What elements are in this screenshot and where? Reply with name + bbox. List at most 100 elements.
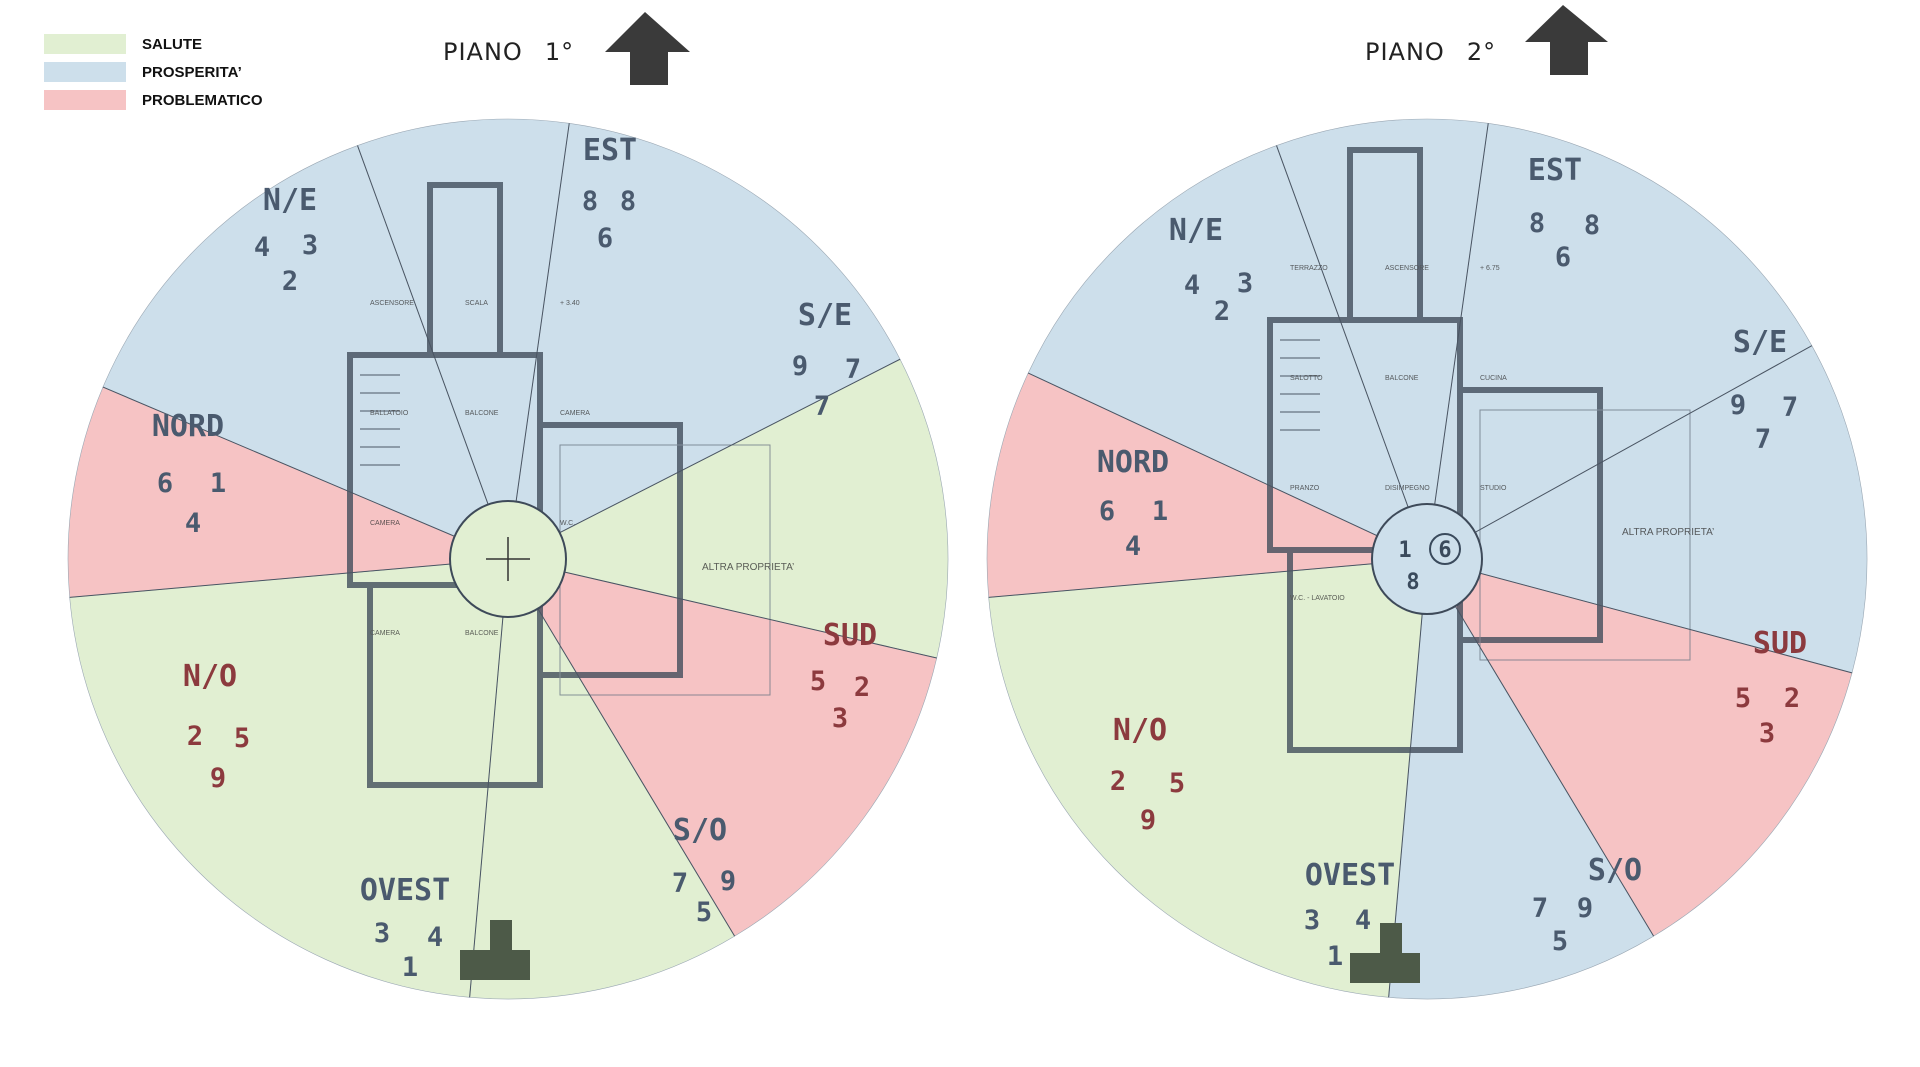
sector-wedge bbox=[69, 558, 509, 998]
plan-label: CAMERA bbox=[560, 410, 590, 417]
legend-item-salute: SALUTE bbox=[44, 30, 263, 58]
plan-label: SALOTTO bbox=[1290, 375, 1323, 382]
sector-label: OVEST bbox=[1305, 858, 1395, 893]
sector-number: 2 bbox=[187, 721, 203, 752]
sectors bbox=[67, 118, 949, 1000]
sector-label: N/E bbox=[1169, 213, 1223, 248]
sector-wedge bbox=[102, 145, 509, 560]
sector-label: OVEST bbox=[360, 873, 450, 908]
legend-swatch bbox=[44, 90, 126, 110]
plan-label: CAMERA bbox=[370, 630, 400, 637]
sector-number: 2 bbox=[854, 672, 870, 703]
sector-line bbox=[988, 558, 1428, 598]
sector-number: 4 bbox=[427, 922, 443, 953]
sector-number: 7 bbox=[1782, 392, 1798, 423]
legend-swatch bbox=[44, 34, 126, 54]
plan-label: BALCONE bbox=[465, 630, 499, 637]
sector-lines bbox=[988, 123, 1853, 998]
sector-number: 8 bbox=[620, 186, 636, 217]
sector-number: 1 bbox=[402, 952, 418, 983]
sector-number: 9 bbox=[792, 351, 808, 382]
plan-label: PRANZO bbox=[1290, 485, 1320, 492]
sector-number: 4 bbox=[1184, 270, 1200, 301]
north-arrow-icon bbox=[605, 12, 690, 85]
legend-item-prosperita: PROSPERITA’ bbox=[44, 58, 263, 86]
sector-number: 5 bbox=[1169, 768, 1185, 799]
sector-number: 8 bbox=[1529, 208, 1545, 239]
center-circle bbox=[1371, 503, 1483, 615]
sector-wedge bbox=[1027, 145, 1428, 560]
sector-number: 5 bbox=[810, 666, 826, 697]
sector-number: 5 bbox=[1552, 926, 1568, 957]
floor-title-text: PIANO bbox=[1365, 38, 1445, 66]
sector-line bbox=[507, 558, 937, 659]
sector-number: 9 bbox=[1730, 390, 1746, 421]
plan-label: + 6.75 bbox=[1480, 265, 1500, 272]
sectors bbox=[986, 118, 1868, 1000]
sector-wedge bbox=[1426, 345, 1868, 674]
entrance-mark-icon bbox=[460, 920, 530, 980]
sector-line bbox=[507, 358, 901, 560]
plan-label: CUCINA bbox=[1480, 375, 1507, 382]
sector-line bbox=[1426, 558, 1853, 674]
sector-label: EST bbox=[1528, 153, 1582, 188]
sector-line bbox=[102, 386, 509, 560]
sector-number: 9 bbox=[210, 763, 226, 794]
sector-number: 3 bbox=[1237, 268, 1253, 299]
sector-number: 1 bbox=[210, 468, 226, 499]
sector-line bbox=[1028, 372, 1428, 560]
sector-number: 4 bbox=[185, 508, 201, 539]
center-number: 1 bbox=[1398, 538, 1411, 563]
plan-label: + 3.40 bbox=[560, 300, 580, 307]
plan-label: BALCONE bbox=[465, 410, 499, 417]
sector-number: 3 bbox=[832, 703, 848, 734]
sector-number: 8 bbox=[1584, 210, 1600, 241]
floor-number: 1° bbox=[544, 38, 575, 66]
plan-label: TERRAZZO bbox=[1290, 265, 1328, 272]
sector-wedge bbox=[357, 118, 570, 560]
plan-label: W.C. bbox=[560, 520, 575, 527]
sector-label: S/E bbox=[798, 298, 852, 333]
sector-number: 4 bbox=[254, 232, 270, 263]
sector-label: EST bbox=[583, 133, 637, 168]
sector-number: 2 bbox=[1784, 683, 1800, 714]
sector-line bbox=[69, 558, 509, 598]
sector-label: SUD bbox=[823, 618, 877, 653]
sector-number: 9 bbox=[720, 866, 736, 897]
sector-label: S/E bbox=[1733, 325, 1787, 360]
plan-label: ASCENSORE bbox=[370, 300, 414, 307]
sector-line bbox=[507, 558, 736, 937]
sector-wedge bbox=[1388, 558, 1655, 1000]
sector-number: 9 bbox=[1140, 805, 1156, 836]
sector-wedge bbox=[469, 558, 736, 1000]
sector-line bbox=[1426, 558, 1655, 937]
sector-wedge bbox=[67, 386, 509, 598]
sector-number: 6 bbox=[1099, 496, 1115, 527]
sector-number: 7 bbox=[1755, 424, 1771, 455]
sector-number: 3 bbox=[1304, 905, 1320, 936]
sector-label: NORD bbox=[1097, 445, 1169, 480]
sector-number: 3 bbox=[302, 230, 318, 261]
sector-number: 3 bbox=[1759, 718, 1775, 749]
sector-number: 8 bbox=[582, 186, 598, 217]
center-number: 8 bbox=[1406, 570, 1419, 595]
sector-line bbox=[507, 123, 570, 560]
sector-wedge bbox=[507, 358, 949, 659]
plan-label: DISIMPEGNO bbox=[1385, 485, 1430, 492]
sector-number: 2 bbox=[282, 266, 298, 297]
sector-number: 1 bbox=[1152, 496, 1168, 527]
plan-label: BALLATOIO bbox=[370, 410, 409, 417]
sector-wedge bbox=[507, 558, 938, 937]
altra-proprieta-label: ALTRA PROPRIETA’ bbox=[702, 562, 794, 573]
sector-label: NORD bbox=[152, 409, 224, 444]
sector-line bbox=[1276, 145, 1428, 560]
sector-lines bbox=[69, 123, 937, 998]
sector-line bbox=[357, 145, 509, 560]
sector-number: 6 bbox=[597, 223, 613, 254]
sector-wedge bbox=[1426, 122, 1813, 560]
sector-label: N/O bbox=[183, 659, 237, 694]
